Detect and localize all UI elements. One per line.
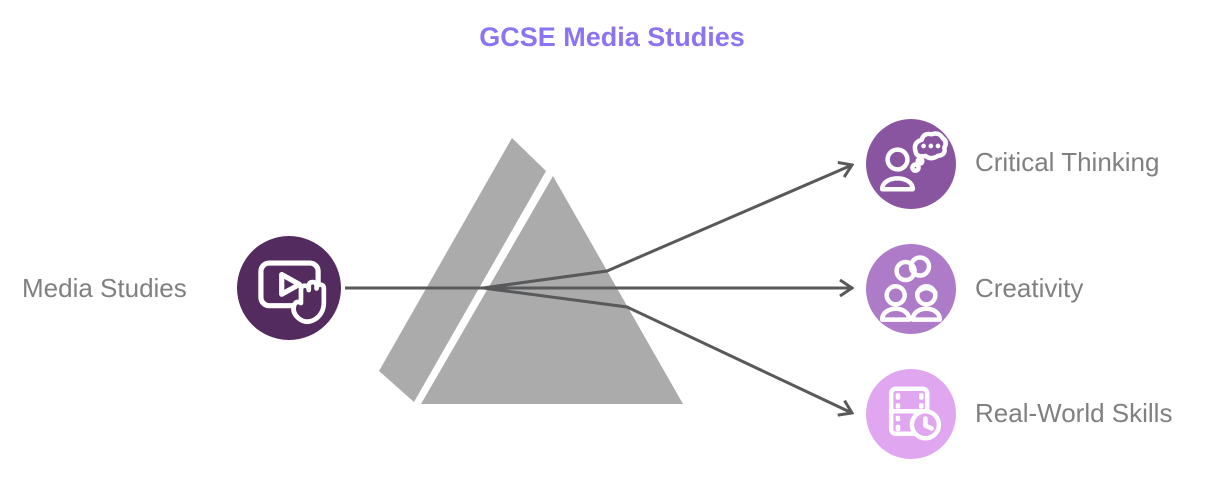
prism-main-triangle: [421, 176, 683, 404]
output-label-creativity: Creativity: [975, 273, 1084, 303]
source-label: Media Studies: [22, 273, 187, 303]
people-linked-rings-icon: [866, 244, 956, 334]
ray-down-real-world-skills: [482, 286, 852, 413]
video-player-hand-icon: [237, 236, 341, 340]
film-strip-clock-icon: [866, 369, 956, 459]
person-thought-bubble-icon: [866, 119, 956, 209]
critical-thinking-node: [866, 119, 956, 209]
page-title: GCSE Media Studies: [479, 22, 745, 52]
media-studies-node: [237, 236, 341, 340]
output-label-critical-thinking: Critical Thinking: [975, 147, 1160, 177]
ray-up-critical-thinking: [482, 165, 852, 290]
prism-left-slice: [379, 138, 546, 402]
real-world-skills-node: [866, 369, 956, 459]
output-label-real-world-skills: Real-World Skills: [975, 398, 1173, 428]
creativity-node: [866, 244, 956, 334]
